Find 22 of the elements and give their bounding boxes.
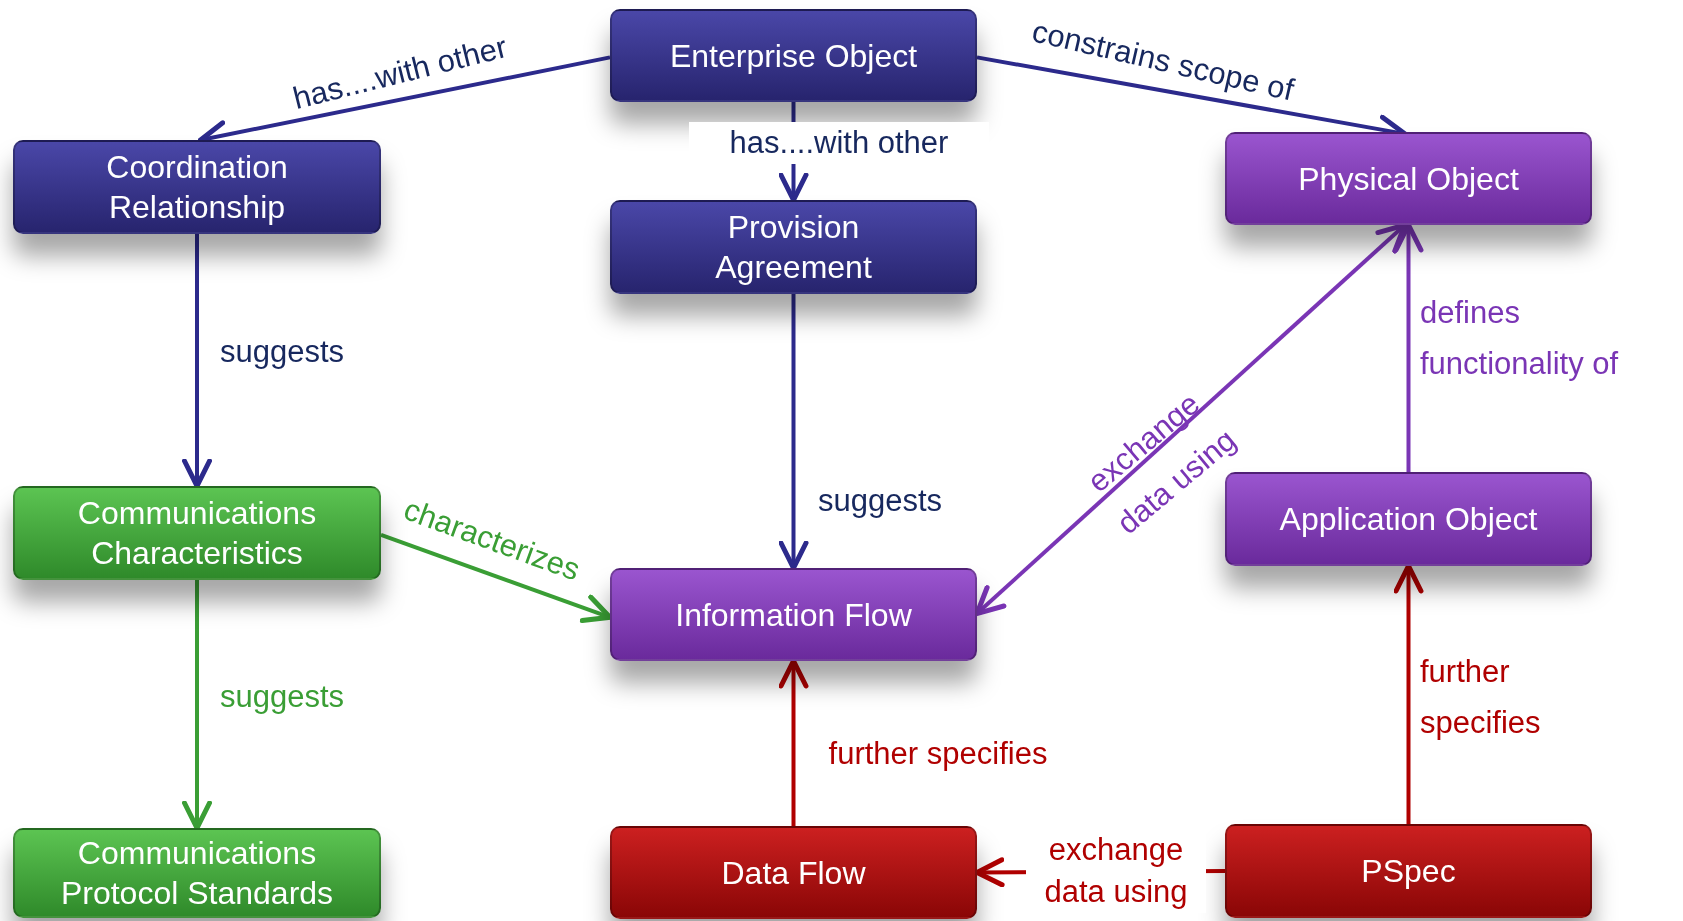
concept-box: Application Object xyxy=(1225,472,1592,566)
edge-label: suggests xyxy=(218,333,346,372)
concept-box: Communications Protocol Standards xyxy=(13,828,381,918)
edge-label: further specifies xyxy=(1420,652,1542,742)
concept-box: Physical Object xyxy=(1225,132,1592,225)
edge-label: further specifies xyxy=(827,735,1049,774)
concept-box: Data Flow xyxy=(610,826,977,919)
concept-box: Coordination Relationship xyxy=(13,140,381,234)
edge-label: defines functionality of xyxy=(1420,293,1620,383)
concept-box: Provision Agreement xyxy=(610,200,977,294)
edge-label: suggests xyxy=(816,482,944,521)
edge-label: suggests xyxy=(218,678,346,717)
arrow xyxy=(1393,563,1424,824)
arrow xyxy=(778,294,809,571)
concept-box: Communications Characteristics xyxy=(13,486,381,580)
arrow xyxy=(182,580,212,831)
arrow xyxy=(182,234,212,489)
concept-box: Information Flow xyxy=(610,568,977,661)
concept-box: PSpec xyxy=(1225,824,1592,918)
edge-label: constrains scope of xyxy=(1027,12,1299,110)
concept-box: Enterprise Object xyxy=(610,9,977,102)
arrow xyxy=(778,658,809,826)
